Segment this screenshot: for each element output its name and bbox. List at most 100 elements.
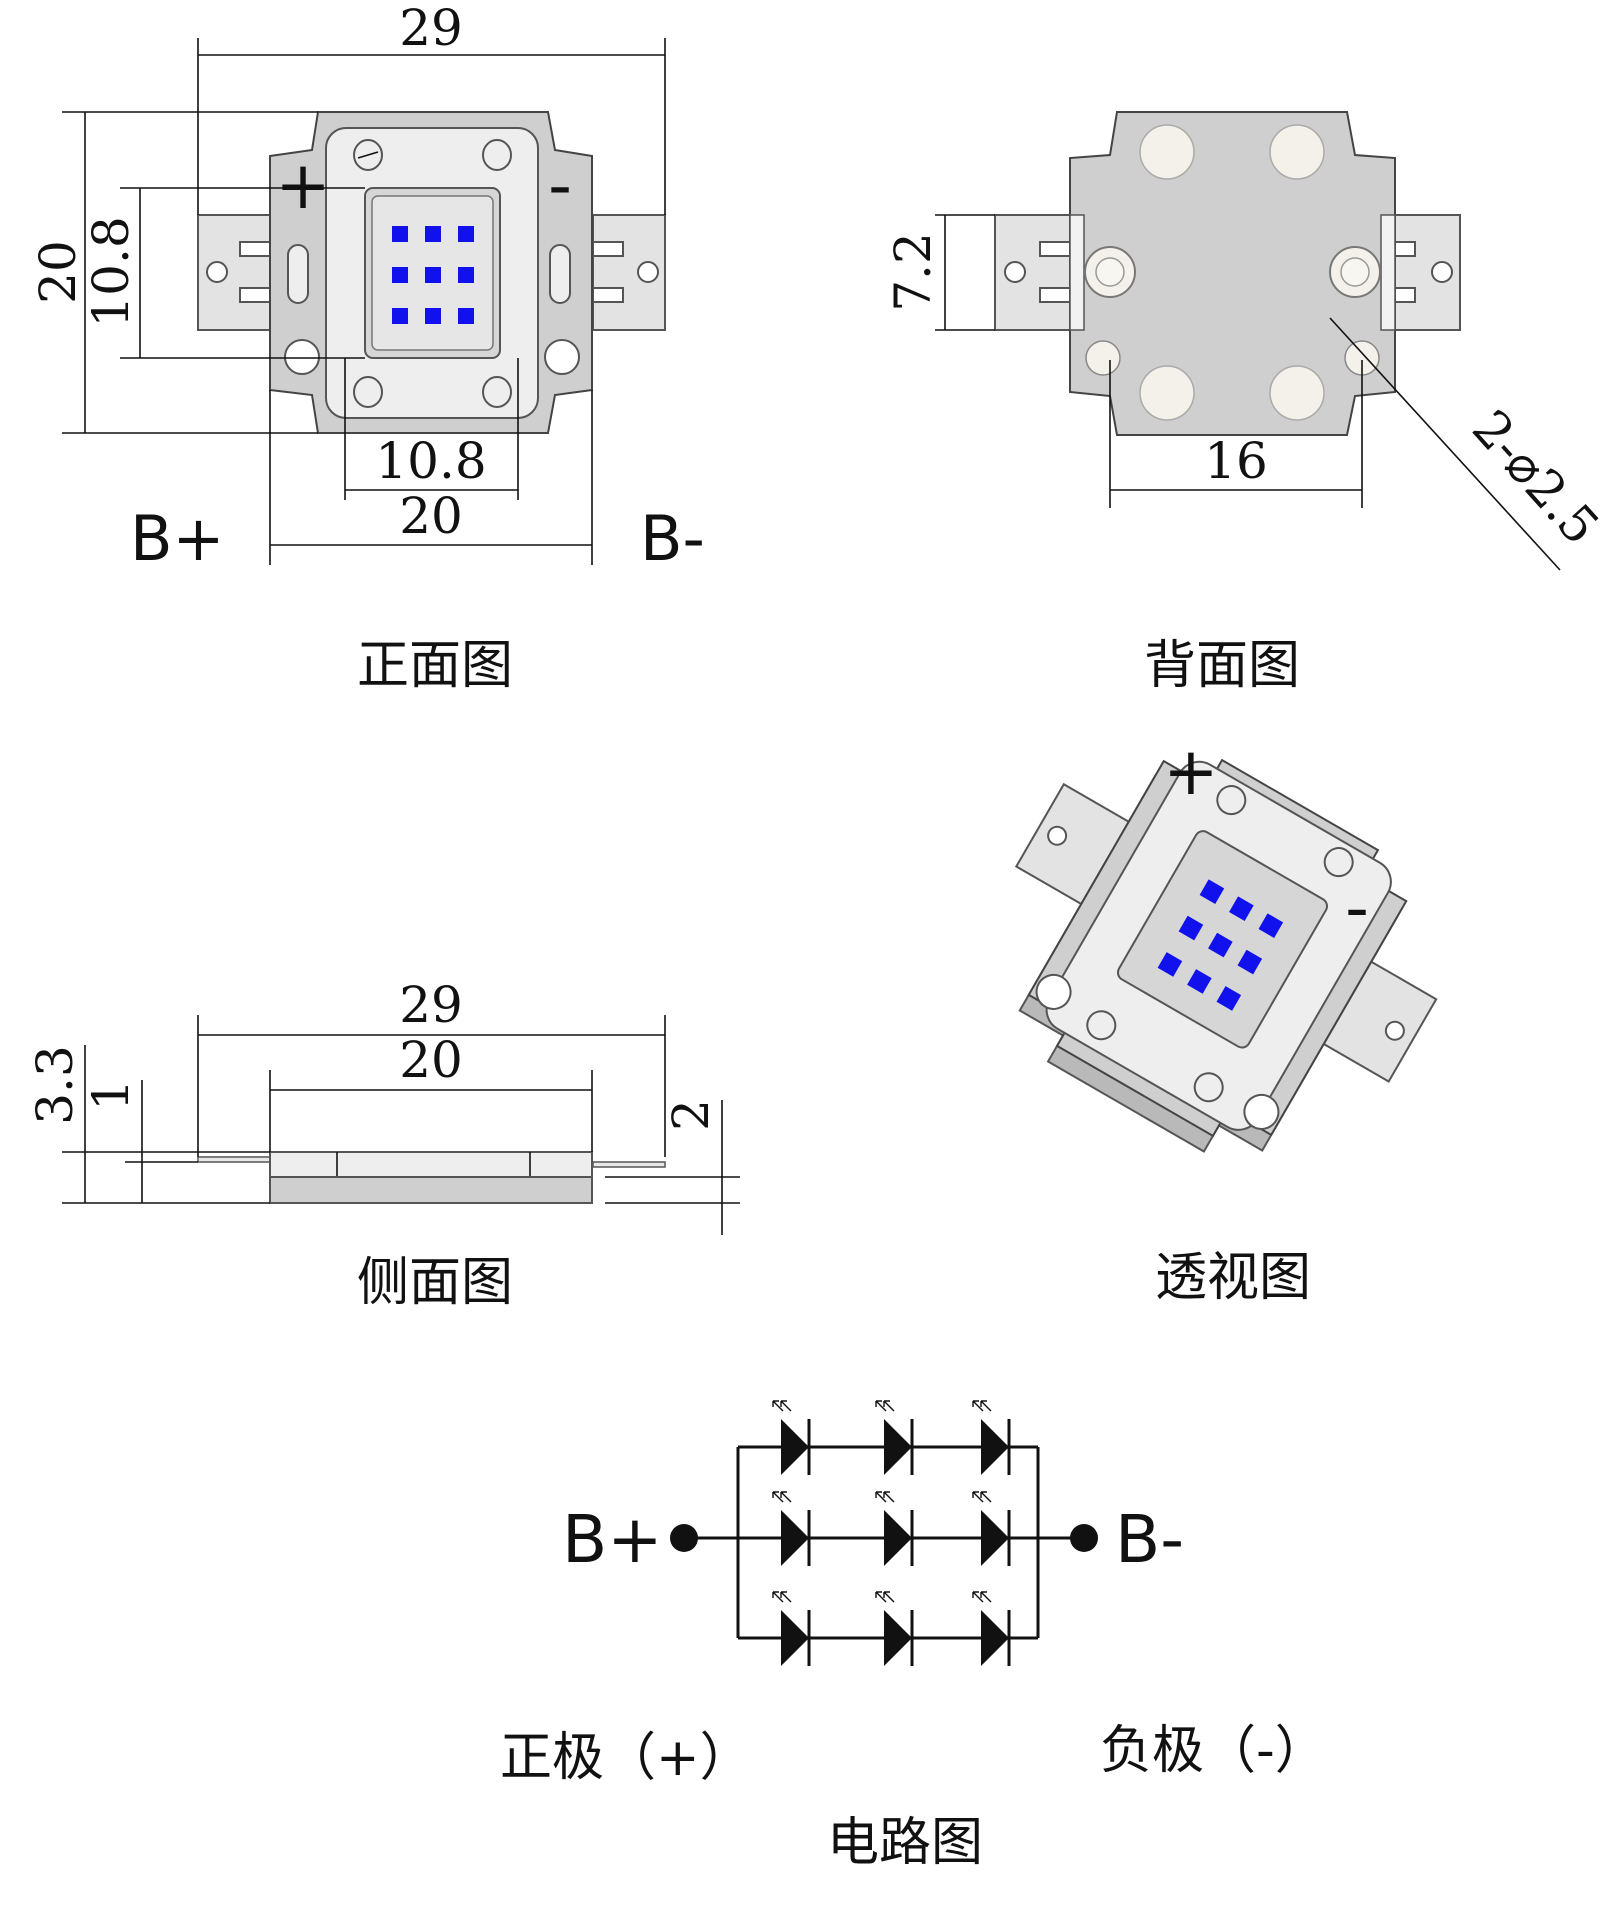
side-lens-frame <box>269 1151 593 1178</box>
light-emission-arrow <box>883 1491 895 1503</box>
front-mount-hole-right <box>544 339 580 375</box>
front-led-chip <box>425 308 441 324</box>
front-led-chip <box>392 267 408 283</box>
front-led-chip <box>392 308 408 324</box>
light-emission-arrow <box>972 1400 984 1412</box>
light-emission-arrow <box>972 1491 984 1503</box>
circuit-led <box>772 1491 811 1566</box>
perspective-led-chip <box>1237 949 1263 975</box>
perspective-pad-bottom-right <box>1193 1072 1224 1103</box>
circuit-led <box>772 1400 811 1475</box>
front-pad-top-right <box>482 139 512 171</box>
perspective-right-tab-hole <box>1384 1020 1405 1041</box>
perspective-screw <box>1216 785 1247 816</box>
front-led-chip <box>458 226 474 242</box>
back-thermal-pad-left-inner <box>1095 257 1125 287</box>
side-left-lead <box>197 1156 271 1163</box>
side-dim-2: 2 <box>662 1099 720 1131</box>
back-pad-3 <box>1139 365 1195 421</box>
front-dim-10-8-vertical: 10.8 <box>82 216 140 327</box>
circuit-led <box>772 1591 811 1666</box>
side-right-lead <box>592 1161 666 1168</box>
front-right-slot-2 <box>592 287 624 303</box>
front-plus-mark: + <box>275 147 330 224</box>
light-emission-arrow <box>980 1591 992 1603</box>
circuit-terminal-plus: B+ <box>562 1501 663 1578</box>
front-left-slot-2 <box>239 287 271 303</box>
back-hole-leader <box>1329 317 1561 571</box>
back-view-caption: 背面图 <box>1144 636 1300 696</box>
front-led-chip <box>392 226 408 242</box>
side-dim-3-3: 3.3 <box>26 1045 84 1125</box>
front-view-caption: 正面图 <box>357 636 513 696</box>
perspective-mount-hole-left <box>1035 973 1072 1010</box>
diode-body <box>884 1510 912 1566</box>
front-led-array <box>392 226 474 324</box>
front-side-slot-left <box>287 244 309 304</box>
front-side-slot-right <box>549 244 571 304</box>
light-emission-arrow <box>772 1400 784 1412</box>
circuit-caption: 电路图 <box>827 1813 983 1873</box>
perspective-pad-top <box>1323 847 1354 878</box>
diode-body <box>884 1610 912 1666</box>
circuit-led <box>972 1491 1011 1566</box>
back-right-pad-edge <box>1380 214 1396 331</box>
perspective-led-array <box>1157 879 1284 1011</box>
perspective-minus-mark: - <box>1345 869 1369 946</box>
front-right-tab-hole <box>637 261 659 283</box>
back-dim-16: 16 <box>1204 432 1268 490</box>
light-emission-arrow <box>875 1591 887 1603</box>
circuit-led <box>972 1400 1011 1475</box>
back-left-slot-1 <box>1039 241 1071 257</box>
side-dim-29: 29 <box>399 976 463 1034</box>
side-dim-20: 20 <box>399 1031 463 1089</box>
light-emission-arrow <box>772 1591 784 1603</box>
light-emission-arrow <box>980 1491 992 1503</box>
perspective-led-chip <box>1187 969 1212 994</box>
light-emission-arrow <box>780 1400 792 1412</box>
perspective-left-tab-hole <box>1047 825 1068 846</box>
light-emission-arrow <box>875 1491 887 1503</box>
diode-body <box>981 1419 1009 1475</box>
front-view: + - 29 20 10.8 10.8 20 B+ B- 正面图 <box>29 0 705 696</box>
back-thermal-pad-right-inner <box>1340 257 1370 287</box>
back-pad-4 <box>1269 365 1325 421</box>
light-emission-arrow <box>883 1400 895 1412</box>
diode-body <box>981 1510 1009 1566</box>
back-dim-7-2: 7.2 <box>884 232 942 312</box>
perspective-view-caption: 透视图 <box>1155 1248 1311 1308</box>
front-terminal-plus: B+ <box>130 502 224 575</box>
perspective-view: + - <box>1014 733 1438 1153</box>
front-led-chip <box>425 267 441 283</box>
circuit-positive-label: 正极（+） <box>500 1728 752 1788</box>
perspective-led-chip <box>1157 952 1183 977</box>
circuit-led <box>875 1591 914 1666</box>
front-led-chip <box>425 226 441 242</box>
front-right-slot-1 <box>592 241 624 257</box>
light-emission-arrow <box>980 1400 992 1412</box>
front-led-chip <box>458 308 474 324</box>
side-dim-1: 1 <box>82 1079 140 1111</box>
circuit-diagram: B+ B- 正极（+） 负极（-） 电路图 <box>500 1400 1327 1873</box>
front-pad-bottom-left <box>353 376 383 408</box>
circuit-terminal-minus: B- <box>1115 1501 1184 1578</box>
diode-body <box>781 1419 809 1475</box>
front-led-chip <box>458 267 474 283</box>
side-view-caption: 侧面图 <box>357 1253 513 1313</box>
diode-body <box>981 1610 1009 1666</box>
light-emission-arrow <box>875 1400 887 1412</box>
diode-body <box>884 1419 912 1475</box>
front-dim-10-8-horizontal: 10.8 <box>375 432 486 490</box>
light-emission-arrow <box>772 1491 784 1503</box>
light-emission-arrow <box>780 1591 792 1603</box>
back-left-tab-hole <box>1004 261 1026 283</box>
front-screw-slot <box>357 151 379 159</box>
perspective-led-chip <box>1208 932 1233 958</box>
perspective-mount-hole-right <box>1243 1093 1280 1130</box>
back-mount-hole-left <box>1085 340 1121 376</box>
perspective-led-chip <box>1199 879 1225 904</box>
perspective-led-chip <box>1216 986 1242 1011</box>
back-pad-1 <box>1139 124 1195 180</box>
front-left-tab-hole <box>206 261 228 283</box>
